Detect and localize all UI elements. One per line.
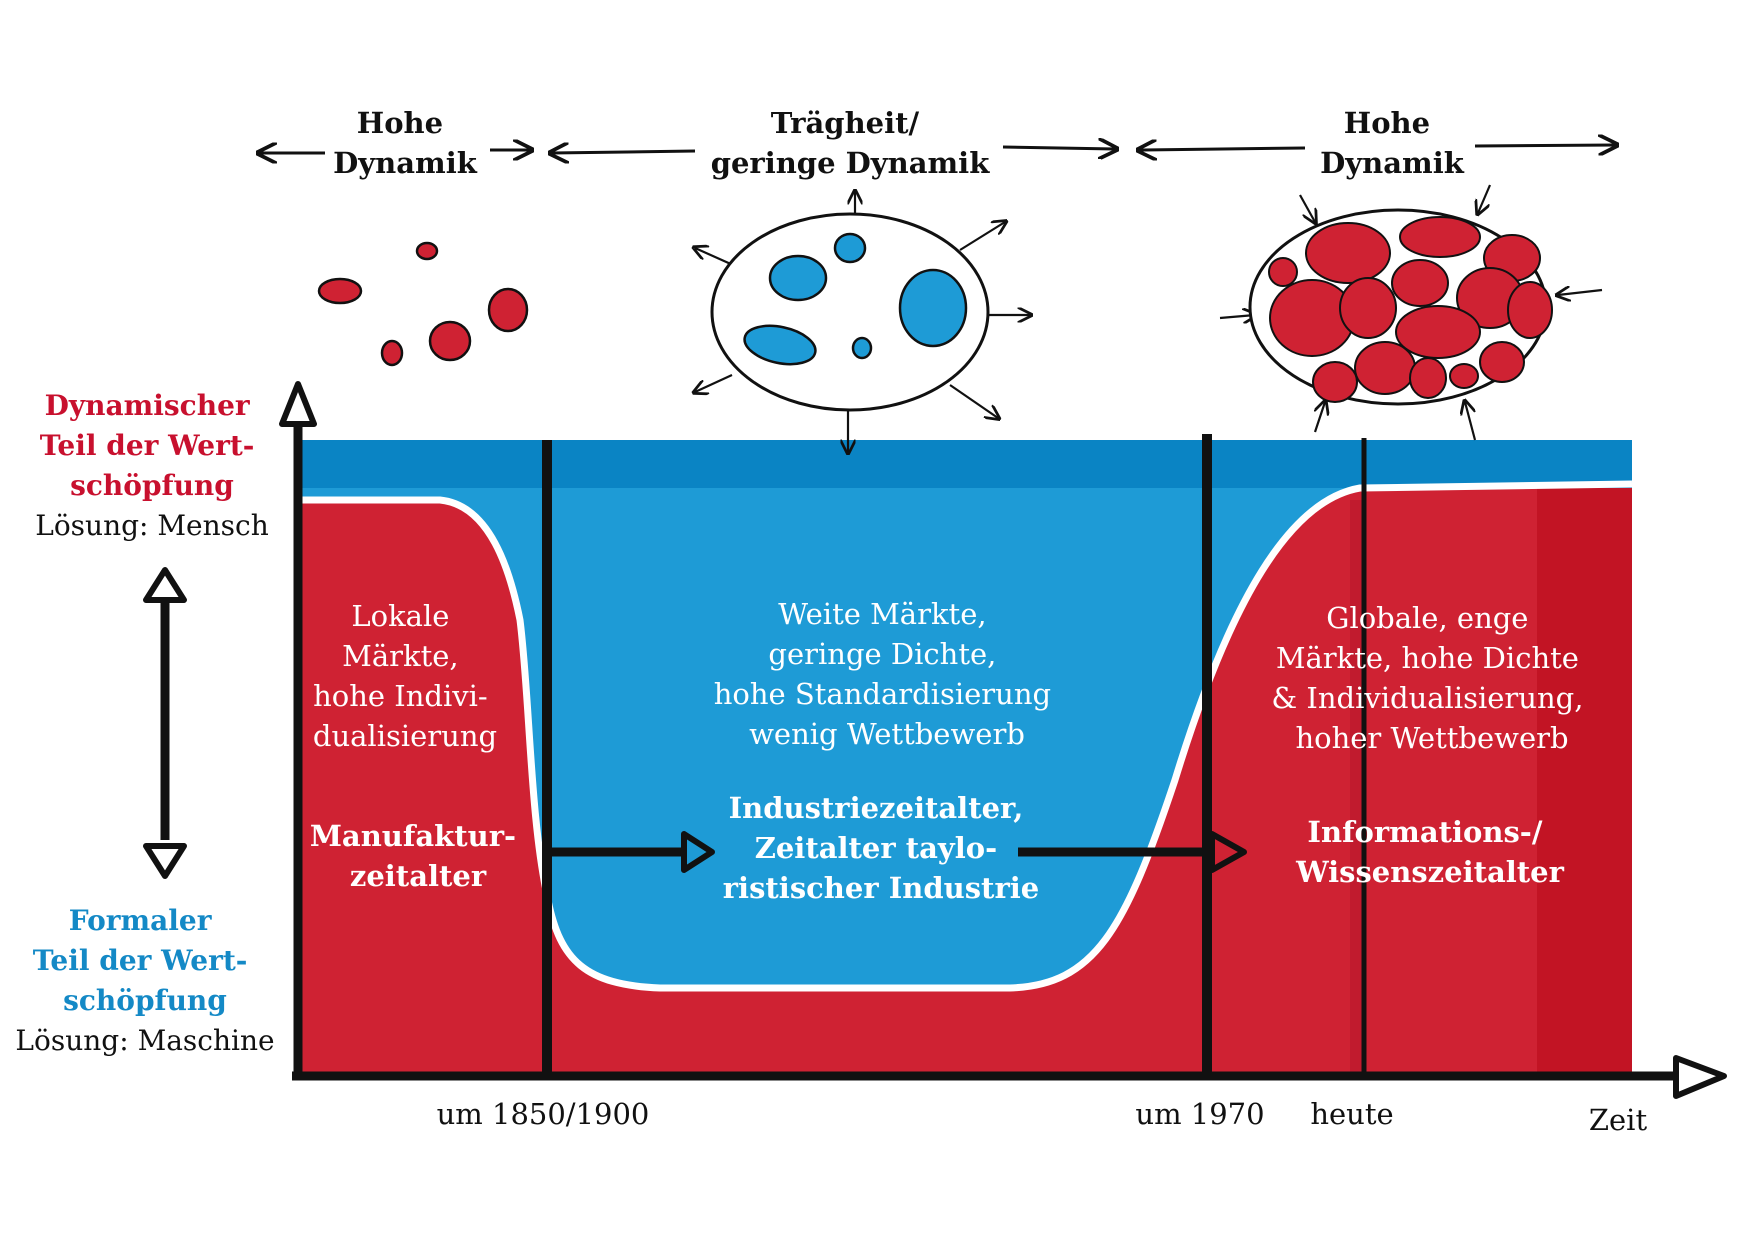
top-label-2: Trägheit/ geringe Dynamik bbox=[711, 106, 991, 180]
vertical-double-arrow bbox=[143, 567, 187, 879]
x-axis bbox=[292, 1055, 1727, 1099]
era-2-description: Weite Märkte, geringe Dichte, hohe Stand… bbox=[714, 597, 1061, 751]
x-axis-arrowhead bbox=[1673, 1055, 1727, 1099]
transition-arrow-1 bbox=[550, 831, 715, 873]
top-label-1: Hohe Dynamik bbox=[333, 106, 478, 180]
formal-solution-label: Lösung: Maschine bbox=[15, 1024, 274, 1057]
dynamic-part-label: Dynamischer Teil der Wert- schöpfung bbox=[40, 389, 264, 502]
tick-1970: um 1970 bbox=[1135, 1097, 1264, 1131]
tick-heute: heute bbox=[1310, 1097, 1393, 1131]
tick-1850-1900: um 1850/1900 bbox=[437, 1097, 650, 1131]
era-1-description: Lokale Märkte, hohe Indivi- dualisierung bbox=[313, 599, 497, 753]
era-3-name: Informations-/ Wissenszeitalter bbox=[1295, 815, 1565, 889]
x-axis-label: Zeit bbox=[1589, 1103, 1648, 1137]
chart-area bbox=[298, 434, 1633, 1078]
y-axis bbox=[279, 381, 317, 1080]
dynamic-area bbox=[298, 488, 1632, 1073]
era-3-description: Globale, enge Märkte, hohe Dichte & Indi… bbox=[1271, 601, 1592, 755]
scattered-red-particles-icon bbox=[317, 241, 529, 367]
transition-arrow-2 bbox=[1018, 831, 1247, 873]
y-axis-arrowhead bbox=[279, 381, 317, 427]
dark-red-strip bbox=[1537, 488, 1632, 1073]
top-arrows bbox=[260, 145, 1615, 153]
boundary-curve bbox=[298, 480, 1633, 992]
era-1-name: Manufaktur- zeitalter bbox=[310, 819, 526, 893]
era-2-name: Industriezeitalter, Zeitalter taylo- ris… bbox=[723, 791, 1039, 905]
heute-strip bbox=[1350, 500, 1364, 1073]
dynamic-solution-label: Lösung: Mensch bbox=[35, 509, 269, 542]
sparse-blue-cell-icon bbox=[695, 192, 1030, 452]
dense-red-cell-icon bbox=[1219, 184, 1603, 441]
top-label-3: Hohe Dynamik bbox=[1320, 106, 1465, 180]
formal-part-label: Formaler Teil der Wert- schöpfung bbox=[33, 904, 257, 1017]
